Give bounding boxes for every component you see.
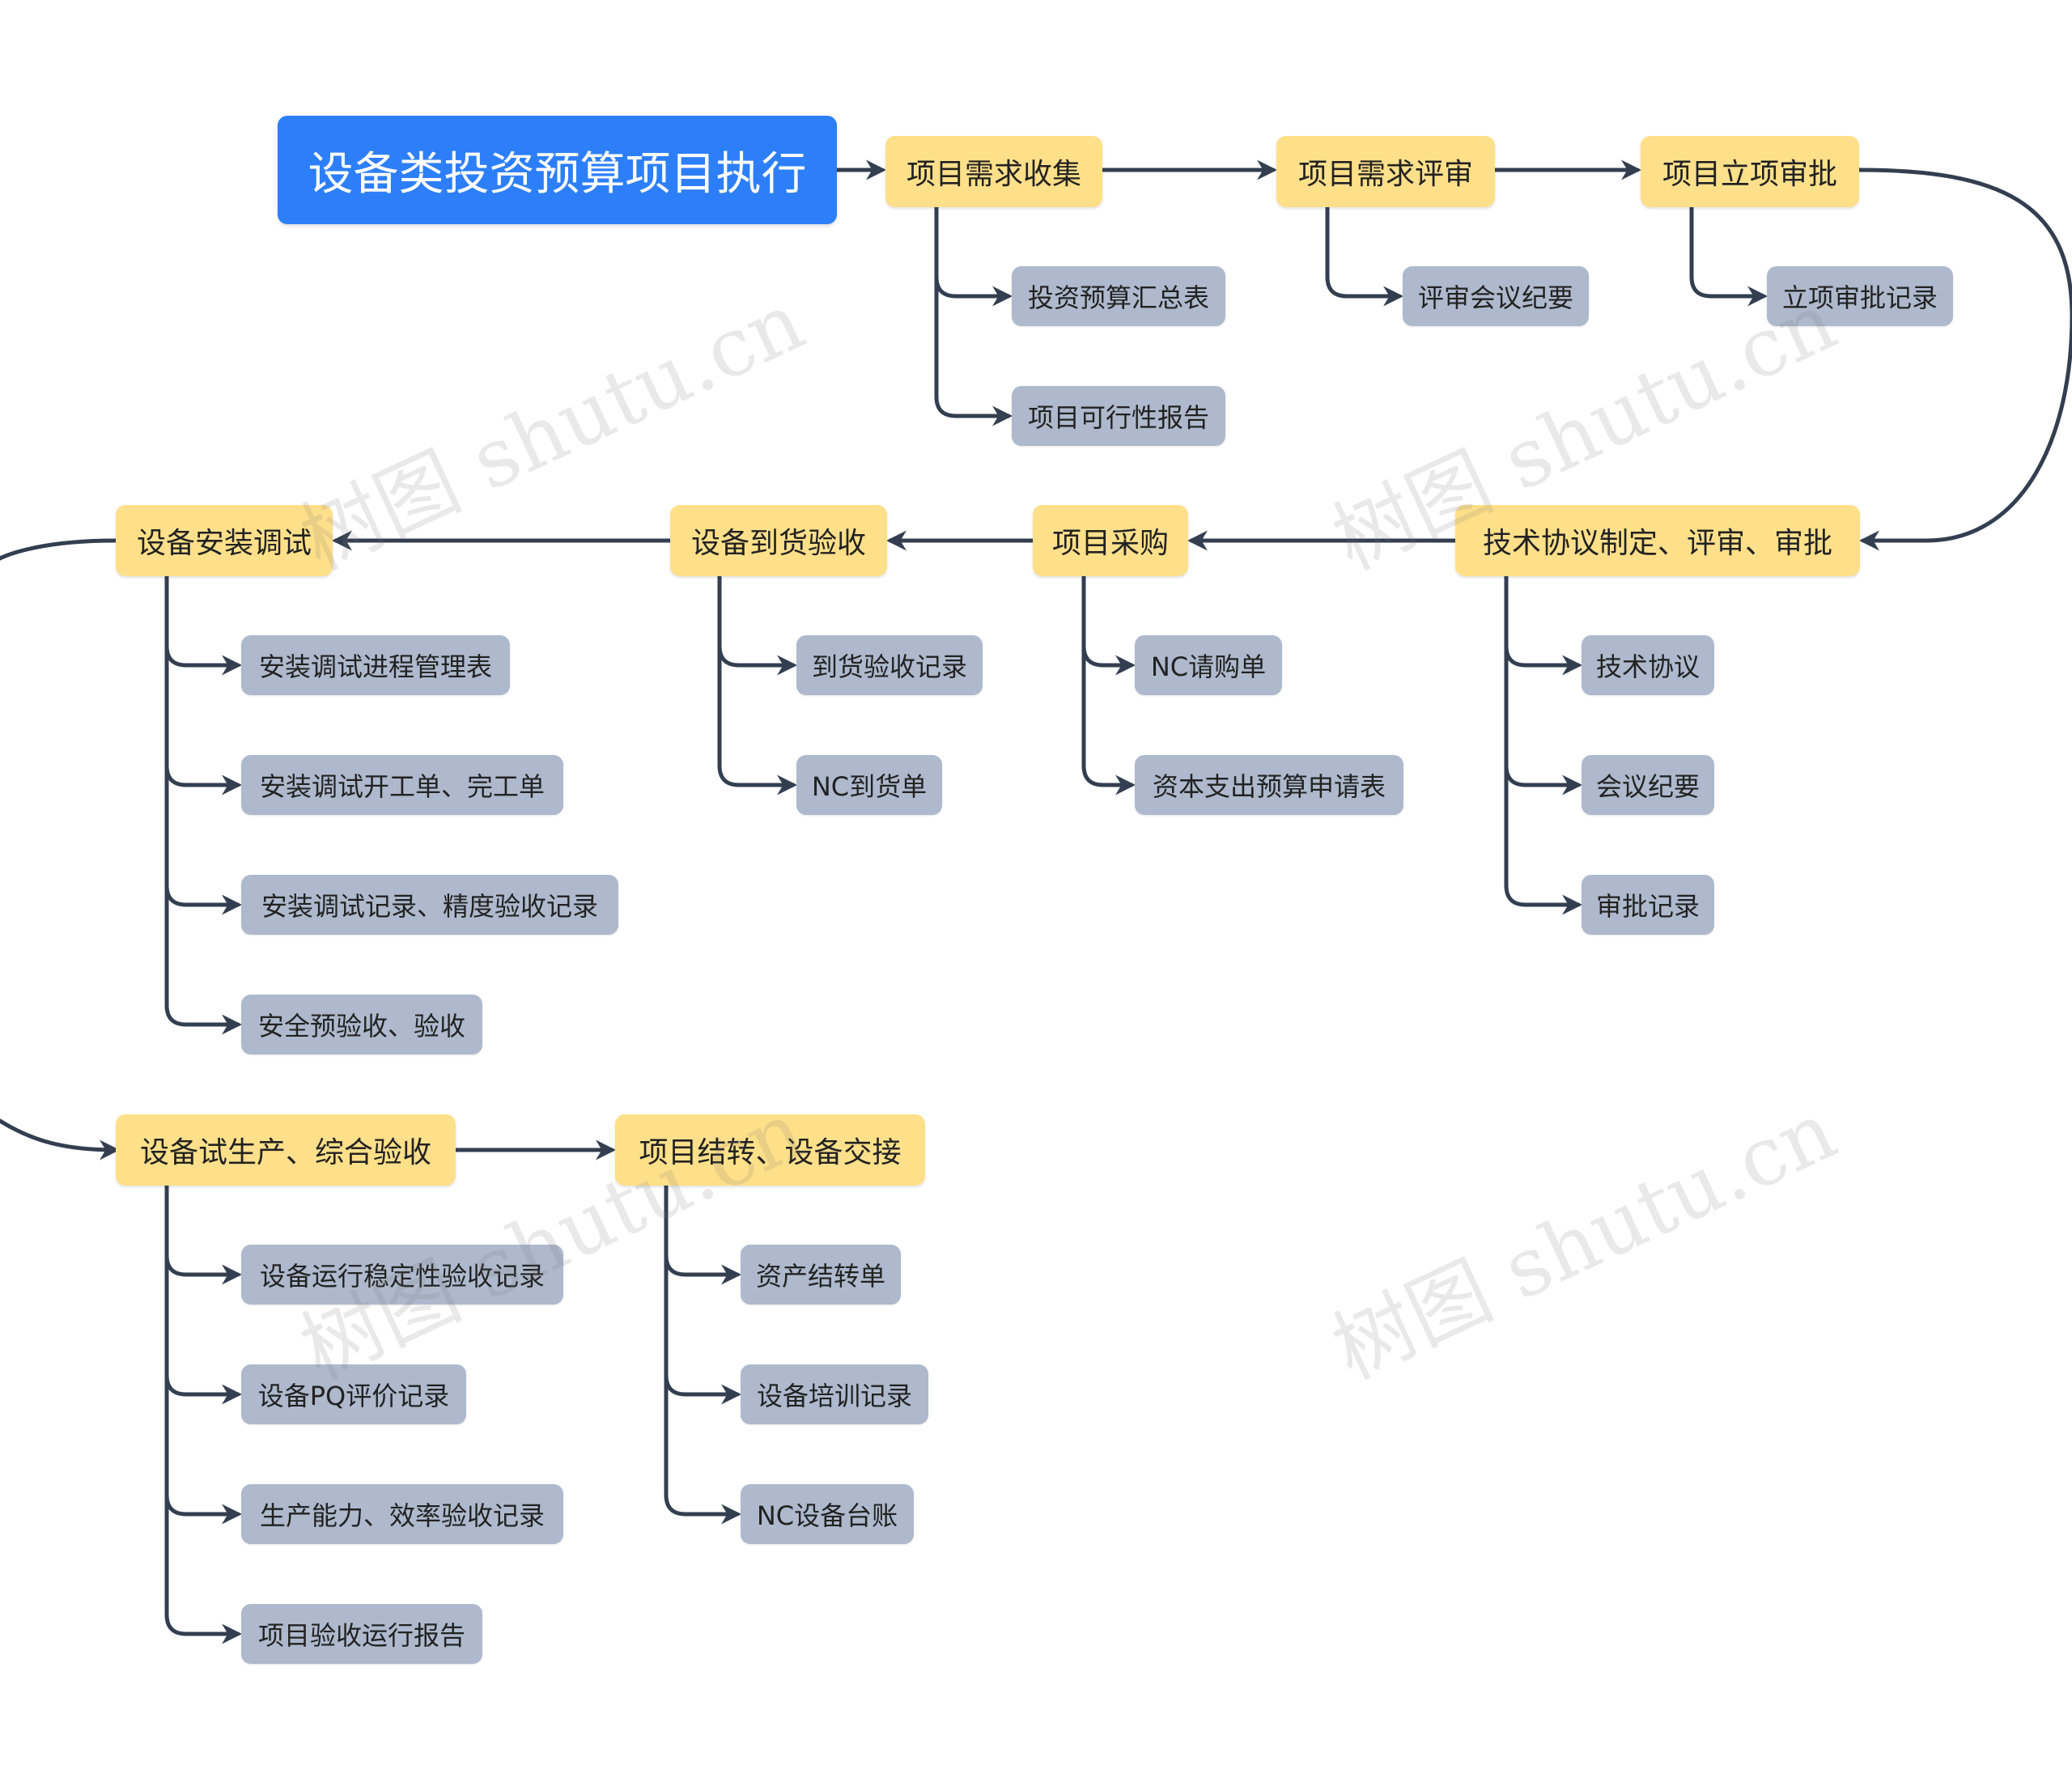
leaf-capacity-efficiency-record[interactable]: 生产能力、效率验收记录: [241, 1484, 563, 1544]
step-requirement-review[interactable]: 项目需求评审: [1276, 136, 1495, 207]
connector-arrow: [1857, 168, 2072, 551]
step-project-handover[interactable]: 项目结转、设备交接: [615, 1114, 925, 1186]
leaf-safety-acceptance[interactable]: 安全预验收、验收: [241, 995, 482, 1054]
step-installation-commissioning[interactable]: 设备安装调试: [116, 505, 333, 576]
connector-line: [0, 538, 118, 561]
leaf-pq-evaluation-record[interactable]: 设备PQ评价记录: [241, 1364, 466, 1424]
connector-arrow: [664, 1183, 741, 1285]
connector-arrow: [164, 574, 242, 1035]
connector-arrow: [164, 1183, 242, 1644]
leaf-asset-transfer-form[interactable]: 资产结转单: [741, 1245, 901, 1305]
leaf-nc-equipment-ledger[interactable]: NC设备台账: [741, 1484, 914, 1544]
connector-arrow: [164, 1183, 242, 1405]
step-procurement[interactable]: 项目采购: [1033, 505, 1188, 576]
root-title[interactable]: 设备类投资预算项目执行: [278, 116, 837, 224]
connector-arrow: [164, 574, 242, 915]
step-technical-agreement[interactable]: 技术协议制定、评审、审批: [1455, 505, 1860, 576]
step-arrival-acceptance[interactable]: 设备到货验收: [670, 505, 887, 576]
connector-arrow: [1325, 205, 1403, 307]
leaf-capex-budget-request[interactable]: 资本支出预算申请表: [1135, 755, 1403, 815]
connector-arrow: [1504, 574, 1582, 796]
connector-arrow: [164, 574, 242, 796]
connector-arrow: [164, 574, 242, 676]
connector-arrow: [1504, 574, 1582, 915]
connector-arrow: [934, 205, 1013, 426]
connector-arrow: [1504, 574, 1582, 676]
leaf-installation-progress-sheet[interactable]: 安装调试进程管理表: [241, 635, 510, 695]
leaf-nc-purchase-request[interactable]: NC请购单: [1135, 635, 1282, 695]
connector-arrow: [664, 1183, 741, 1405]
connector-arrow: [164, 1183, 242, 1285]
step-trial-production[interactable]: 设备试生产、综合验收: [116, 1114, 456, 1186]
connector-arrow: [717, 574, 797, 796]
leaf-arrival-acceptance-record[interactable]: 到货验收记录: [796, 635, 983, 695]
leaf-equipment-training-record[interactable]: 设备培训记录: [741, 1364, 928, 1424]
connector-arrow: [1081, 574, 1136, 676]
step-project-approval[interactable]: 项目立项审批: [1641, 136, 1859, 207]
connector-arrow: [717, 574, 797, 676]
connector-arrow: [164, 1183, 242, 1525]
leaf-installation-precision-records[interactable]: 安装调试记录、精度验收记录: [241, 875, 618, 935]
leaf-approval-records[interactable]: 审批记录: [1582, 875, 1714, 935]
leaf-acceptance-operation-report[interactable]: 项目验收运行报告: [241, 1604, 482, 1664]
leaf-installation-work-orders[interactable]: 安装调试开工单、完工单: [241, 755, 563, 815]
connector-arrow: [1689, 205, 1768, 307]
leaf-approval-record[interactable]: 立项审批记录: [1767, 266, 1953, 326]
connector-arrow: [934, 205, 1013, 307]
leaf-operation-stability-record[interactable]: 设备运行稳定性验收记录: [241, 1245, 563, 1305]
leaf-review-minutes[interactable]: 评审会议纪要: [1403, 266, 1589, 326]
leaf-technical-agreement[interactable]: 技术协议: [1582, 635, 1714, 695]
leaf-nc-arrival-note[interactable]: NC到货单: [796, 755, 942, 815]
connector-arrow: [1081, 574, 1136, 796]
connector-arrow: [664, 1183, 741, 1525]
leaf-meeting-minutes[interactable]: 会议纪要: [1582, 755, 1714, 815]
connector-arrow: [0, 1118, 120, 1160]
step-requirement-collection[interactable]: 项目需求收集: [885, 136, 1102, 207]
leaf-investment-budget-summary[interactable]: 投资预算汇总表: [1012, 266, 1225, 326]
leaf-feasibility-report[interactable]: 项目可行性报告: [1012, 386, 1225, 446]
